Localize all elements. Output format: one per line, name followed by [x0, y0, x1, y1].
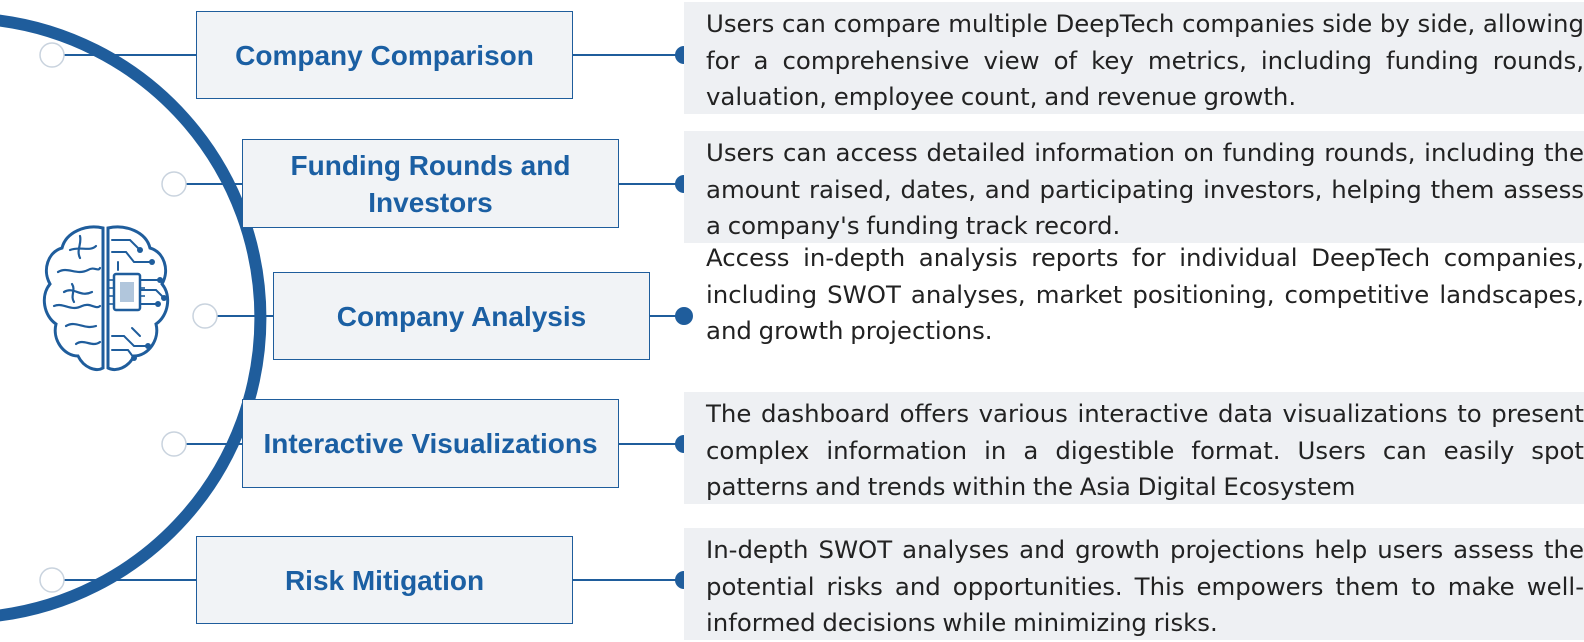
- feature-title-label: Funding Rounds and Investors: [290, 149, 571, 218]
- feature-title-company-comparison: Company Comparison: [196, 11, 573, 99]
- feature-title-label: Company Comparison: [235, 39, 534, 71]
- feature-title-label: Risk Mitigation: [284, 564, 485, 596]
- feature-description-3: Access in-depth analysis reports for ind…: [684, 237, 1584, 372]
- desc-dot-3: [675, 307, 693, 325]
- description-text: In-depth SWOT analyses and growth projec…: [706, 535, 1584, 637]
- description-text: Access in-depth analysis reports for ind…: [706, 243, 1584, 345]
- description-text: Users can access detailed information on…: [706, 138, 1584, 240]
- feature-description-1: Users can compare multiple DeepTech comp…: [684, 2, 1584, 114]
- feature-title-label: Interactive Visualizations: [263, 428, 598, 459]
- feature-title-risk-mitigation: Risk Mitigation: [196, 536, 573, 624]
- description-text: The dashboard offers various interactive…: [706, 399, 1584, 501]
- brain-circuit-icon: [42, 225, 170, 371]
- arc-node-4: [161, 431, 187, 457]
- feature-title-funding-rounds: Funding Rounds and Investors: [242, 139, 619, 228]
- feature-description-5: In-depth SWOT analyses and growth projec…: [684, 528, 1584, 640]
- description-text: Users can compare multiple DeepTech comp…: [706, 9, 1584, 111]
- arc-node-5: [39, 567, 65, 593]
- arc-node-1: [39, 42, 65, 68]
- feature-title-interactive-visualizations: Interactive Visualizations: [242, 399, 619, 488]
- feature-title-company-analysis: Company Analysis: [273, 272, 650, 360]
- central-arc: [0, 14, 267, 622]
- arc-node-3: [192, 303, 218, 329]
- feature-title-label: Company Analysis: [336, 300, 587, 332]
- feature-description-4: The dashboard offers various interactive…: [684, 392, 1584, 504]
- feature-description-2: Users can access detailed information on…: [684, 131, 1584, 243]
- arc-node-2: [161, 171, 187, 197]
